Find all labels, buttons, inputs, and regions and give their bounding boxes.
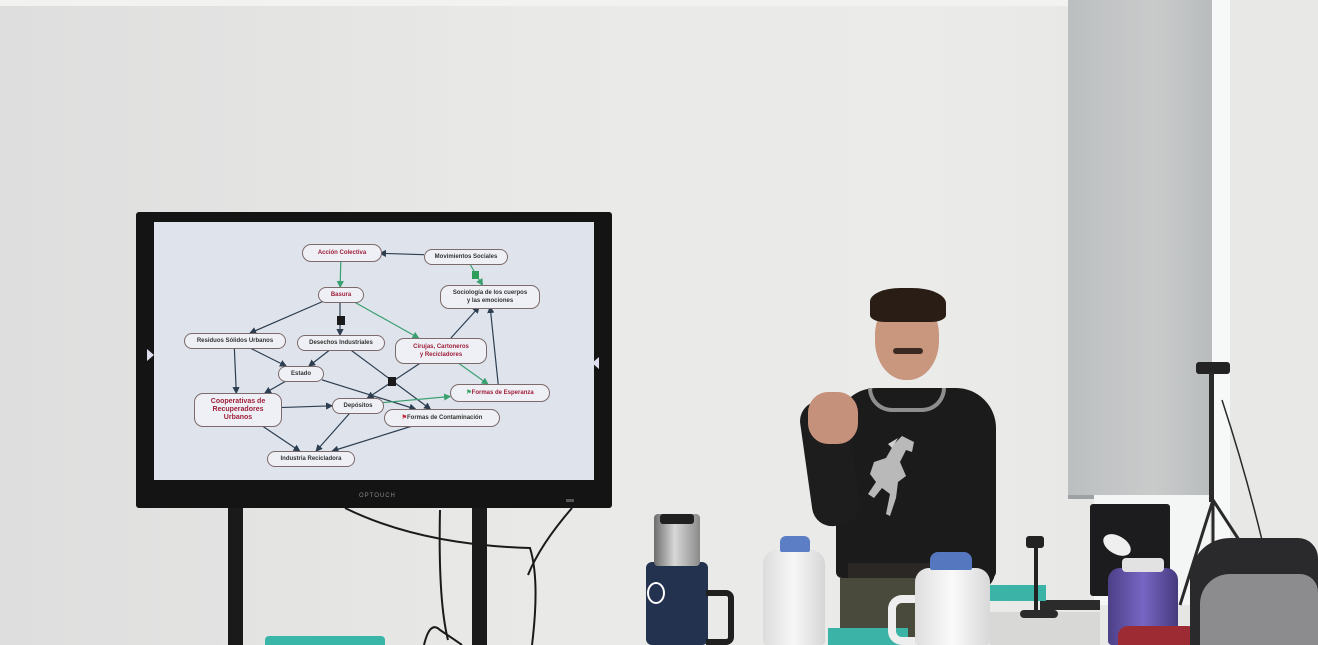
diagram-edge-cirujas-esperanza (456, 361, 489, 385)
diagram-node-label: Acción Colectiva (317, 250, 367, 256)
square-marker-icon (337, 316, 345, 325)
diagram-edge-desechos-estado (308, 348, 332, 367)
thermos-logo-icon (647, 582, 665, 604)
screen-right-arrow-icon[interactable] (592, 357, 599, 369)
diagram-node-cooperativas: Cooperativas de Recuperadores Urbanos (194, 393, 282, 427)
screen-left-arrow-icon[interactable] (147, 349, 154, 361)
horse-print (868, 436, 914, 516)
water-jug-right-cap (930, 552, 972, 570)
diagram-node-estado: Estado (278, 366, 324, 382)
person-torso (836, 388, 996, 578)
diagram-node-cirujas: Cirujas, Cartoneros y Recicladores (395, 338, 487, 364)
purple-thermos-top (1122, 558, 1164, 572)
tv-indicator (566, 499, 574, 502)
diagram-node-contaminacion: ⚑ Formas de Contaminación (384, 409, 500, 427)
diagram-edge-basura-cirujas (352, 300, 420, 339)
microphone-icon (1026, 536, 1044, 548)
diagram-edge-esperanza-sociologia (487, 305, 499, 385)
diagram-edge-cooperativas-industria (260, 424, 301, 452)
person-hair (870, 288, 946, 322)
diagram-node-basura: Basura (318, 287, 364, 303)
diagram-edge-residuos-estado (247, 346, 288, 367)
diagram-node-movimientos: Movimientos Sociales (424, 249, 508, 265)
person-mustache (893, 348, 923, 354)
tripod-head (1196, 362, 1230, 374)
diagram-node-label: Cooperativas de Recuperadores Urbanos (210, 398, 266, 421)
water-jug-left-cap (780, 536, 810, 552)
diagram-node-label: Formas de Contaminación (407, 415, 483, 421)
diagram-node-industria: Industria Recicladora (267, 451, 355, 467)
microphone-base (1020, 610, 1058, 618)
diagram-node-residuos: Residuos Sólidos Urbanos (184, 333, 286, 349)
water-jug-left (763, 550, 825, 645)
diagram-edge-movimientos-accion (378, 249, 425, 258)
flag-icon: ⚑ (466, 390, 472, 396)
window-frame (1212, 0, 1230, 560)
diagram-edge-depositos-esperanza (381, 393, 452, 404)
diagram-node-sociologia: Sociología de los cuerpos y las emocione… (440, 285, 540, 309)
diagram-edges (232, 249, 499, 453)
water-jug-right (915, 568, 990, 645)
diagram-node-label: Cirujas, Cartoneros y Recicladores (413, 344, 469, 358)
diagram-node-label: Basura (330, 292, 352, 298)
diagram-edge-depositos-industria (315, 411, 352, 452)
green-marker-icon (472, 271, 479, 279)
diagram-edge-contaminacion-industria (331, 424, 416, 453)
flag-icon: ⚑ (401, 415, 408, 421)
diagram-node-label: Industria Recicladora (280, 456, 342, 462)
diagram-node-label: Depósitos (343, 403, 373, 409)
thermos-cap (660, 514, 694, 524)
tv-stand-right (472, 508, 487, 645)
wall-right (1230, 0, 1318, 645)
grey-jacket (1200, 574, 1318, 645)
diagram-node-accion: Acción Colectiva (302, 244, 382, 262)
teal-chair-back (990, 585, 1046, 601)
thermos-handle (706, 590, 734, 645)
diagram-node-desechos: Desechos Industriales (297, 335, 385, 351)
diagram-edge-cooperativas-depositos (279, 402, 334, 410)
red-container-lid (1118, 626, 1198, 645)
microphone-stand (1034, 540, 1038, 612)
diagram-edge-accion-basura (336, 259, 344, 289)
square-marker-icon (388, 377, 396, 386)
diagram-node-label: Residuos Sólidos Urbanos (196, 338, 274, 344)
diagram-edge-cirujas-sociologia (450, 306, 480, 339)
diagram-node-label: Estado (290, 371, 311, 377)
water-jug-right-handle (888, 595, 918, 645)
ceiling-edge (0, 0, 1318, 6)
teal-chair-left (265, 636, 385, 645)
diagram-node-esperanza: ⚑ Formas de Esperanza (450, 384, 550, 402)
tripod-pole (1209, 372, 1214, 502)
tv-brand-logo: OPTOUCH (359, 493, 396, 499)
keyboard (1040, 600, 1100, 610)
diagram-node-label: Sociología de los cuerpos y las emocione… (452, 290, 528, 304)
diagram-edge-estado-cooperativas (263, 379, 289, 394)
diagram-node-depositos: Depósitos (332, 398, 384, 414)
diagram-node-label: Movimientos Sociales (434, 254, 498, 260)
diagram-edge-basura-residuos (249, 300, 325, 334)
diagram-node-label: Formas de Esperanza (471, 390, 534, 396)
sweater-collar (868, 388, 946, 412)
diagram-node-label: Desechos Industriales (309, 340, 373, 346)
person-hand (808, 392, 858, 444)
diagram-edge-residuos-cooperativas (232, 346, 240, 395)
tv-stand-left (228, 508, 243, 645)
